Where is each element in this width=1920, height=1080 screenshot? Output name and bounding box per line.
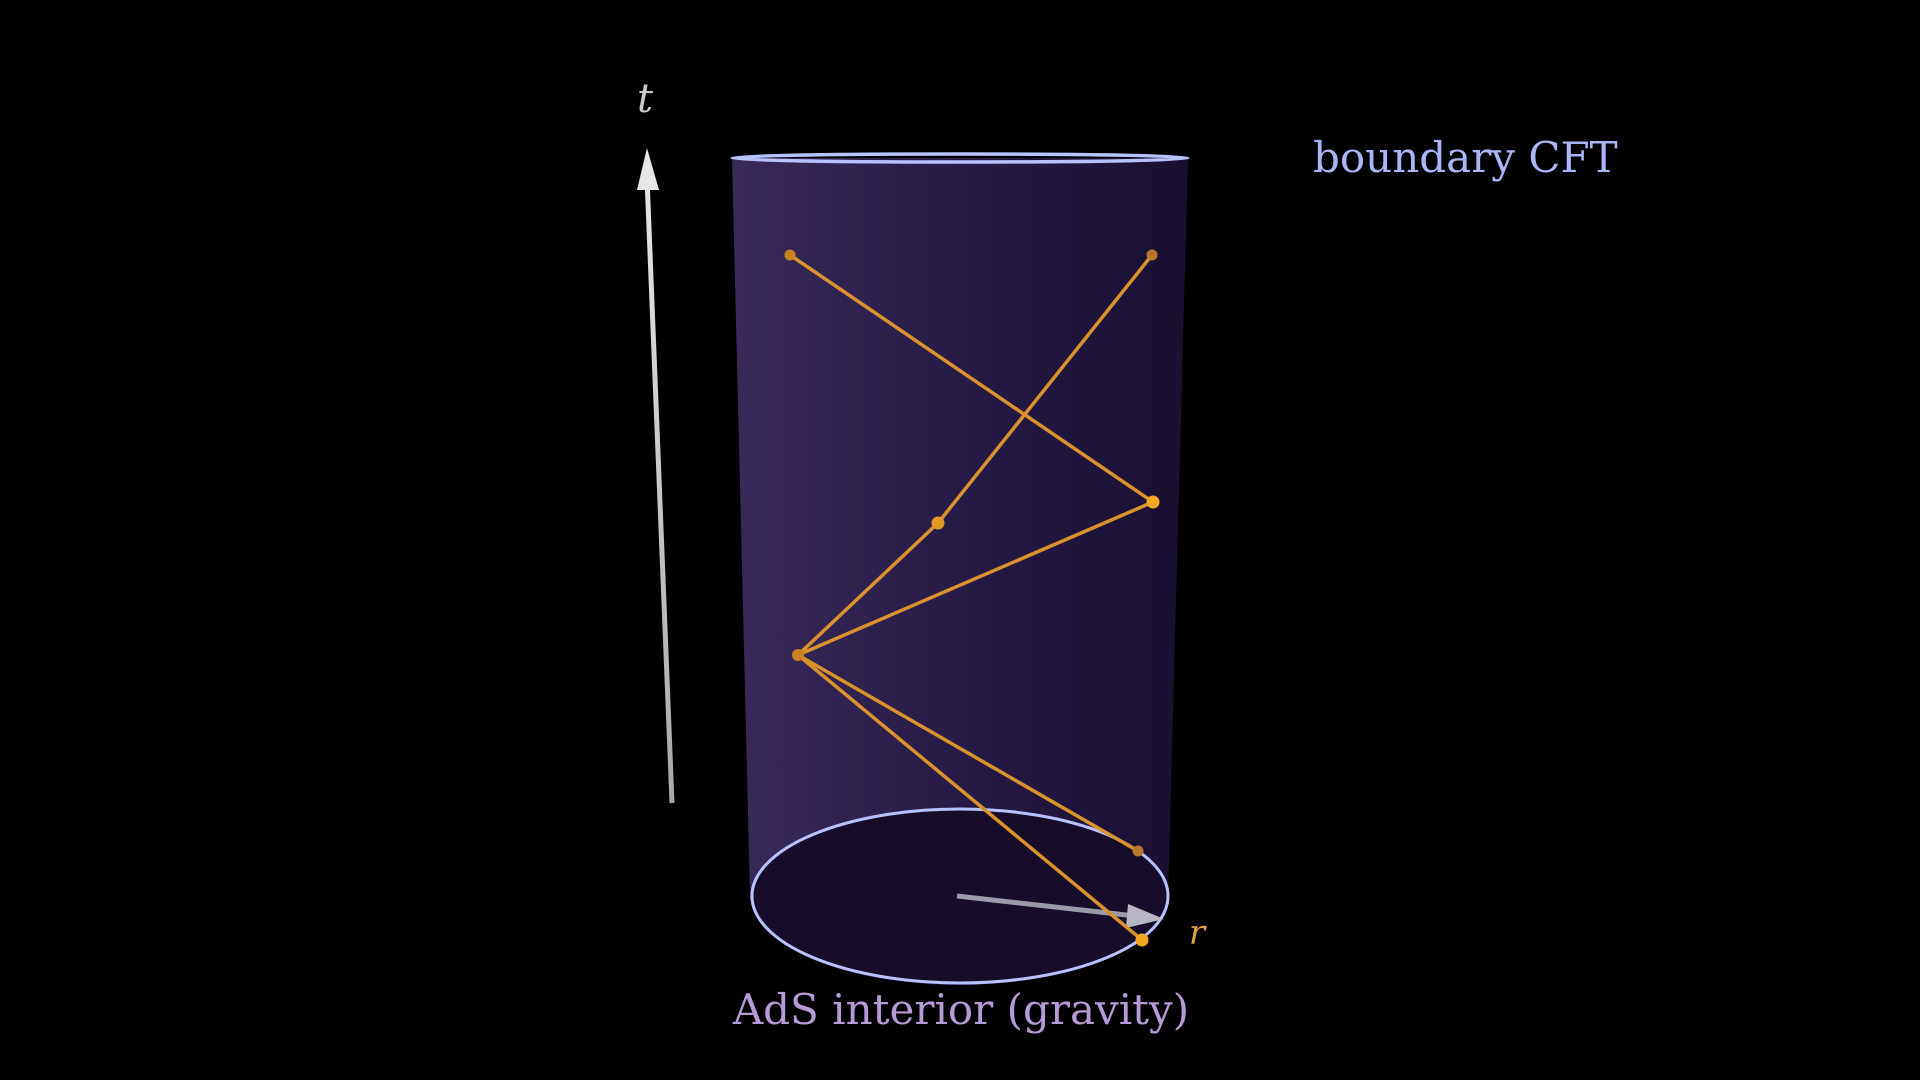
cylinder-body <box>732 158 1188 986</box>
geodesic-point <box>1146 249 1158 261</box>
geodesic-paths <box>788 253 1155 942</box>
geodesic-point <box>1132 845 1144 857</box>
time-axis-arrow-icon <box>637 148 675 804</box>
geodesic-segment <box>796 500 1155 657</box>
top-boundary-ring <box>730 152 1190 164</box>
geodesic-point <box>931 516 945 530</box>
geodesic-segment <box>936 253 1154 525</box>
boundary-label: boundary CFT <box>1313 133 1618 182</box>
geodesic-segment <box>788 253 1155 504</box>
geodesic-point <box>1135 933 1149 947</box>
geodesic-points <box>784 249 1160 947</box>
geodesic-point <box>1146 495 1160 509</box>
geodesic-point <box>792 649 804 661</box>
geodesic-segment <box>796 653 1140 853</box>
geodesic-segment <box>796 653 1144 942</box>
radial-axis-arrow-icon <box>956 893 1164 928</box>
radial-axis-label: r <box>1189 913 1207 953</box>
geodesic-segment <box>796 521 940 657</box>
time-axis-label: t <box>637 76 654 122</box>
geodesic-point <box>784 249 796 261</box>
interior-label: AdS interior (gravity) <box>732 985 1189 1034</box>
